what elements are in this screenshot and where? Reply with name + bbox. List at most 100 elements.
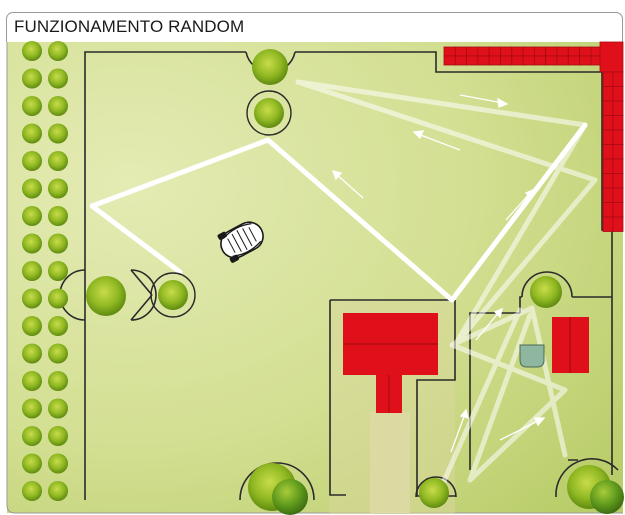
hedge-tree [22,123,42,144]
hedge-tree [48,398,68,419]
direction-arrows [331,94,546,453]
wall-brick [612,100,624,116]
wall-brick [477,46,490,57]
tree-icon [246,90,292,136]
wall-brick [602,202,614,218]
wall-brick [602,187,614,203]
wall-brick [567,46,580,57]
hedge-tree [48,206,68,226]
wall-brick [488,55,501,66]
wall-brick [522,46,535,57]
hedge-tree [48,96,68,116]
hedge-tree [48,343,68,364]
bench-icon [519,344,545,368]
wall-brick [545,55,558,66]
wall-brick [612,71,624,87]
arrow-icon [450,408,469,453]
wall-brick [612,115,624,131]
tree-icon [419,478,449,508]
hedge-tree [48,123,68,144]
hedge-tree [48,41,68,61]
hedge-tree [48,68,68,89]
wall-brick [612,187,624,203]
wall-brick [500,55,513,66]
wall-brick [602,71,614,87]
tree-icon [86,276,126,316]
hedge-tree [48,178,68,199]
wall-brick [477,55,490,66]
wall-brick [612,129,624,145]
hedge-tree [22,426,42,446]
boundary-wire [59,51,619,501]
wall-brick [534,46,547,57]
tree-icon [248,463,308,515]
hedge-tree [22,151,42,171]
hedge-tree [48,261,68,281]
hedge-tree [22,316,42,336]
hedge-tree [22,481,42,501]
wall-brick [612,158,624,174]
hedge-tree [22,343,42,364]
wall-brick [443,55,456,66]
arrow-icon [459,94,509,108]
hedge-tree [48,288,68,309]
wall-brick [602,173,614,189]
hedge-tree [48,316,68,336]
hedge-tree [48,453,68,474]
wall-brick [602,129,614,145]
diagram-title: FUNZIONAMENTO RANDOM [14,17,245,36]
wall-brick [488,46,501,57]
wall-brick [602,115,614,131]
tree-icon [530,276,562,308]
hedge-tree [22,398,42,419]
hedge-tree [22,233,42,254]
arrow-icon [475,307,503,341]
wall-brick [454,46,467,57]
wall-brick [602,158,614,174]
wall-brick [579,46,592,57]
wall-brick [612,216,624,232]
hedge-tree [22,178,42,199]
tree-icon [567,465,624,514]
wall-brick [602,216,614,232]
hedge-tree [22,68,42,89]
wall-brick [534,55,547,66]
wall-brick [602,100,614,116]
wall-brick [511,46,524,57]
hedge-tree [48,426,68,446]
wall-brick [579,55,592,66]
wall-brick [567,55,580,66]
wall-brick [612,144,624,160]
hedge-tree [22,96,42,116]
wall-brick [612,202,624,218]
wall-brick [545,46,558,57]
wall-brick [612,173,624,189]
hedge-tree [22,453,42,474]
hedge-trees-left [22,41,68,501]
wall-brick [466,55,479,66]
arrow-icon [412,130,461,151]
main-house [343,313,438,413]
hedge-tree [22,371,42,391]
arrow-icon [505,188,534,221]
small-house [552,317,589,373]
wall-brick [454,55,467,66]
wall-brick [500,46,513,57]
hedge-tree [48,371,68,391]
wall-brick [511,55,524,66]
mower-path [89,122,588,303]
wall-brick [612,86,624,102]
wall-brick [602,144,614,160]
arrow-icon [331,170,364,199]
wall-brick [522,55,535,66]
title-bar [6,12,623,42]
hedge-tree [48,151,68,171]
hedge-tree [22,41,42,61]
hedge-tree [48,233,68,254]
wall-brick [466,46,479,57]
hedge-tree [22,206,42,226]
arrow-icon [499,417,546,441]
hedge-tree [48,481,68,501]
